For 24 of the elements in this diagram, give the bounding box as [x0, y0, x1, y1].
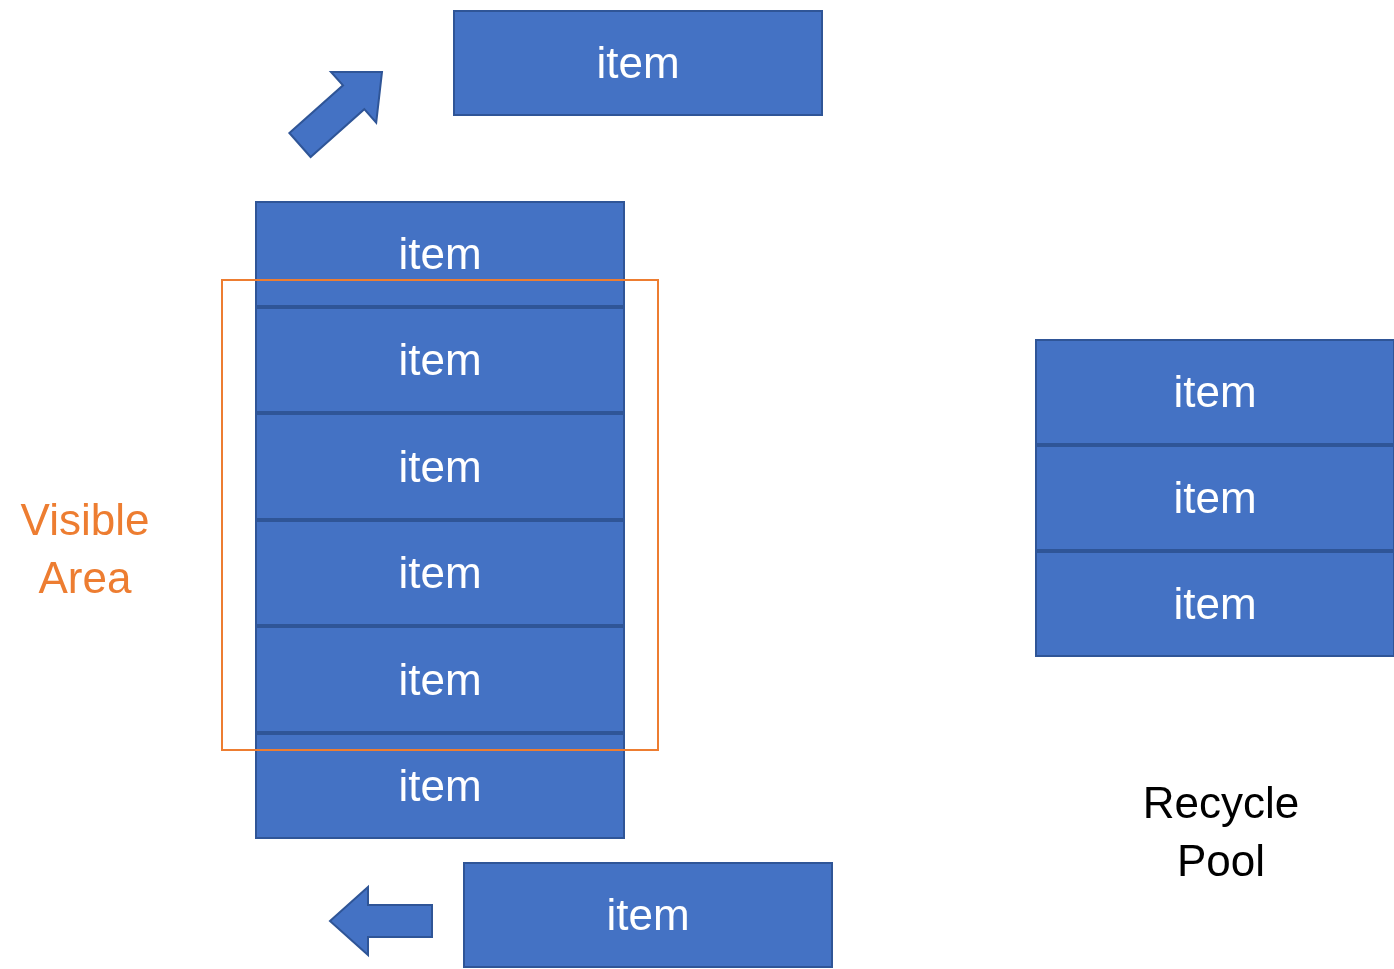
- pool-caption: Recycle Pool: [1141, 777, 1301, 887]
- item-label: item: [596, 38, 680, 88]
- item-label: item: [606, 890, 690, 940]
- item-box: [463, 862, 833, 968]
- item-label: item: [398, 229, 482, 279]
- item-box: [1035, 551, 1394, 657]
- item-label: item: [398, 548, 482, 598]
- item-label: item: [398, 761, 482, 811]
- item-box: [1035, 445, 1394, 551]
- item-label: item: [398, 335, 482, 385]
- item-label: item: [398, 441, 482, 492]
- item-label: item: [398, 654, 482, 705]
- item-box: [453, 10, 823, 116]
- item-box: [255, 733, 625, 839]
- item-label: item: [1173, 579, 1257, 629]
- item-label: item: [1173, 367, 1257, 417]
- item-box: [255, 201, 625, 307]
- item-box: [1035, 339, 1394, 445]
- area-label: Visible Area: [19, 494, 151, 604]
- item-label: item: [1173, 473, 1257, 523]
- item-box: [255, 626, 625, 733]
- item-box: [255, 520, 625, 626]
- item-box: [255, 307, 625, 413]
- item-box: [255, 413, 625, 520]
